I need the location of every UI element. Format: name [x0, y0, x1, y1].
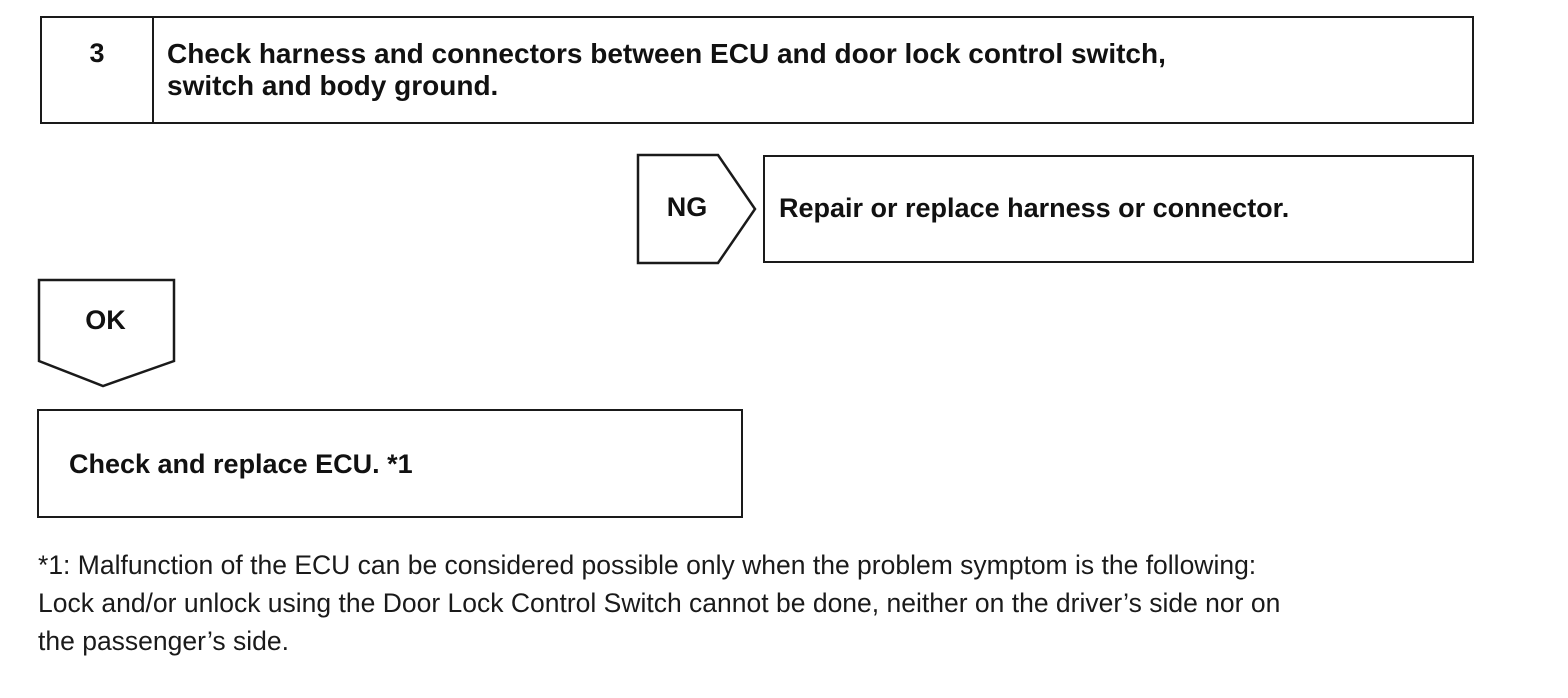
footnote-line-2: Lock and/or unlock using the Door Lock C… [38, 588, 1281, 618]
step-box: 3 Check harness and connectors between E… [40, 16, 1474, 124]
ng-action-box: Repair or replace harness or connector. [763, 155, 1474, 263]
ng-arrow-tag [636, 153, 757, 265]
step-title-line-2: switch and body ground. [167, 70, 499, 101]
step-title-line-1: Check harness and connectors between ECU… [167, 38, 1166, 69]
ng-action-text: Repair or replace harness or connector. [779, 193, 1290, 223]
ng-label: NG [666, 192, 708, 222]
ok-action-text: Check and replace ECU. *1 [69, 449, 413, 479]
step-title: Check harness and connectors between ECU… [167, 38, 1457, 102]
ok-arrow-tag [37, 278, 176, 388]
ok-action-box: Check and replace ECU. *1 [37, 409, 743, 518]
footnote: *1: Malfunction of the ECU can be consid… [38, 546, 1518, 660]
ok-label: OK [85, 305, 126, 335]
step-number: 3 [89, 38, 105, 68]
step-number-cell: 3 [42, 18, 154, 122]
footnote-line-3: the passenger’s side. [38, 626, 289, 656]
footnote-line-1: *1: Malfunction of the ECU can be consid… [38, 550, 1257, 580]
